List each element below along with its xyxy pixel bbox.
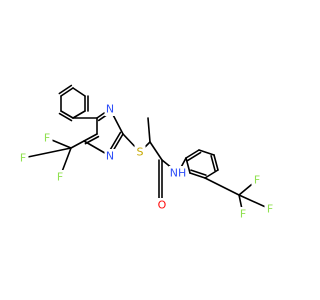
bond-second-line (84, 135, 100, 145)
bond (72, 110, 86, 119)
bond (204, 169, 219, 179)
atom-label-background (156, 198, 168, 212)
atom-label-background (251, 173, 263, 187)
bond (60, 87, 74, 97)
bond (70, 140, 85, 149)
bond (149, 141, 163, 161)
atom-f: F (57, 171, 63, 184)
bond (189, 172, 206, 179)
bond (22, 147, 72, 159)
atom-f: F (240, 208, 246, 221)
atom-label-background (17, 151, 29, 165)
atom-label-background (264, 202, 276, 216)
atom-o: O (158, 199, 167, 212)
bond-second-line (190, 169, 207, 176)
atom-f: F (20, 152, 26, 165)
atom-n: N (106, 103, 114, 116)
bond (83, 133, 98, 142)
atom-nh: NH (170, 167, 187, 180)
atom-f: F (267, 203, 273, 216)
atom-n: N (106, 150, 114, 163)
atom-f: F (254, 174, 260, 187)
atom-label-background (104, 149, 116, 163)
bond-second-line (58, 112, 73, 122)
bond-second-line (58, 84, 73, 95)
bond (60, 110, 74, 119)
atom-f: F (44, 132, 50, 145)
atom-label-background (134, 145, 146, 159)
bond-layer (22, 84, 271, 215)
bond (198, 149, 215, 156)
atom-s: S (137, 146, 144, 159)
bond (204, 177, 240, 196)
atom-label-background (41, 131, 53, 145)
bond (72, 87, 86, 97)
bond-second-line (210, 154, 216, 172)
atom-label-background (54, 170, 66, 184)
bond-second-line (186, 151, 202, 162)
bond (213, 154, 219, 171)
bond (147, 117, 151, 143)
atom-label-background (237, 207, 249, 221)
atom-layer: N N S O NH F F F F F F (17, 102, 276, 221)
bond (185, 157, 191, 174)
atom-label-background (169, 166, 187, 180)
bond (185, 149, 200, 159)
atom-label-background (104, 102, 116, 116)
molecule-structure: N N S O NH F F F F F F (17, 84, 276, 221)
